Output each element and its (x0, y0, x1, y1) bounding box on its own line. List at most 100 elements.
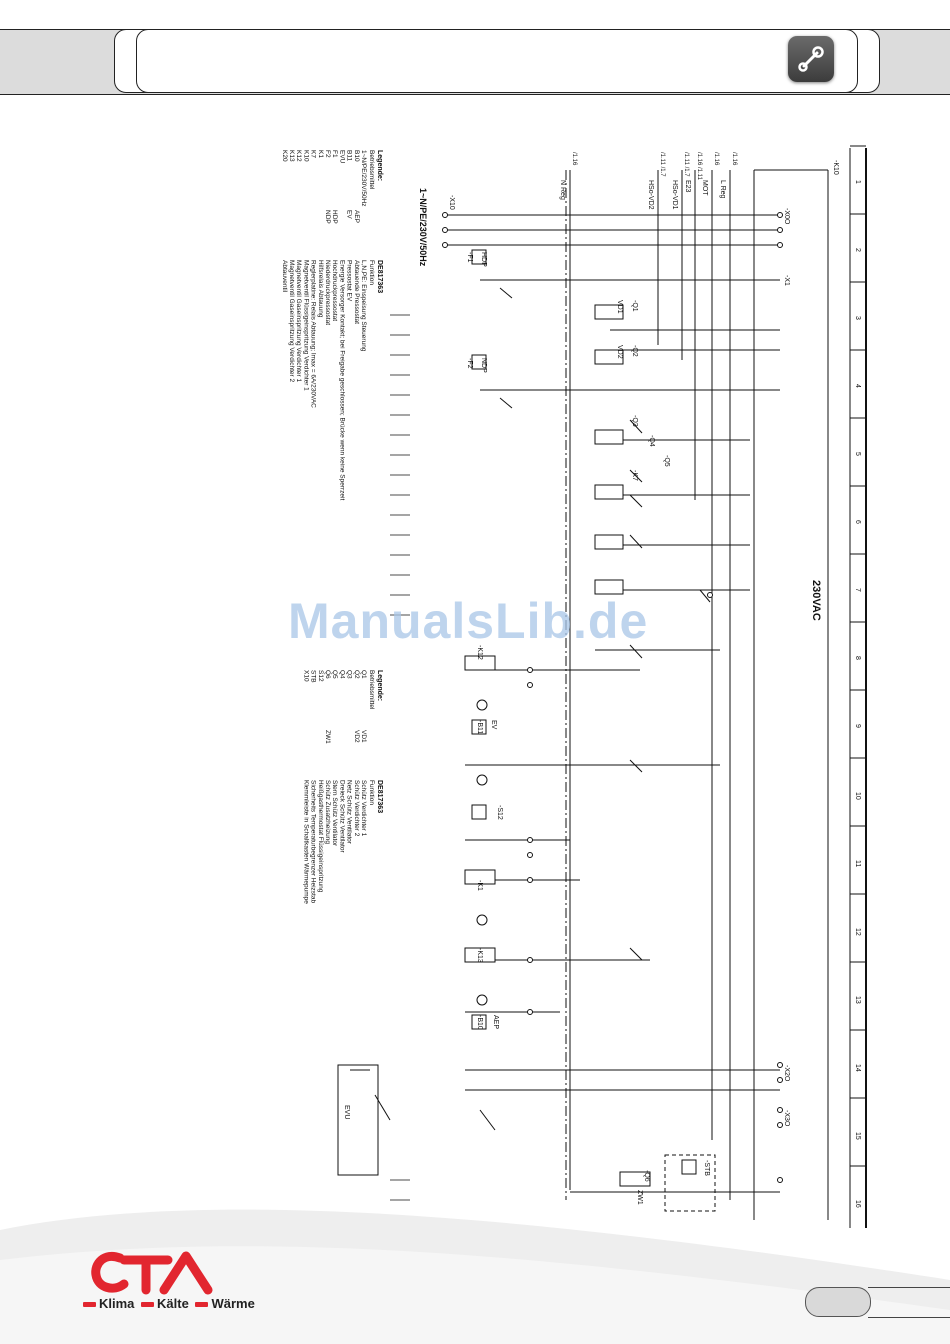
signal-name: E23 (684, 180, 691, 193)
contacts (374, 287, 711, 1131)
legend-ref: Q2 (353, 670, 360, 679)
signal-name: HSo-VD2 (647, 180, 654, 210)
signal-name: HSo-VD1 (671, 180, 678, 210)
component-label: -K1 (476, 880, 483, 891)
legend-subheading: Betriebsmittel (368, 150, 375, 190)
component-label: AEP (492, 1015, 499, 1029)
legend-function: Pressostat EV (346, 260, 353, 302)
legend-left: Legende:BetriebsmittelDE817363Funktion1~… (281, 150, 383, 500)
legend-doc-number: DE817363 (376, 780, 383, 813)
component-label: -K10 (832, 160, 839, 175)
legend-ref: K13 (288, 150, 295, 162)
component-label: -X0O (783, 208, 790, 225)
legend-ref: X10 (302, 670, 309, 682)
busbars (569, 169, 829, 1220)
component-label: -K13 (476, 948, 483, 963)
signal-ref: /1.16 (713, 152, 719, 166)
header-title-box (136, 29, 858, 93)
component-label: -X3O (783, 1110, 790, 1127)
column-number: 15 (854, 1132, 861, 1140)
component-label: -Q6 (643, 1170, 650, 1182)
component-label: -Q1 (631, 300, 638, 312)
wrench-icon (798, 46, 824, 72)
legend-ref: F1 (331, 150, 338, 158)
page-number-pill (805, 1287, 871, 1317)
legend-ref: Q4 (338, 670, 345, 679)
legend-function-heading: Funktion (368, 260, 375, 285)
component-label: ZW1 (636, 1190, 643, 1205)
legend-function: Energie Versorger Kontakt; bei Freigabe … (338, 260, 345, 500)
column-number: 11 (854, 860, 861, 867)
legend-ref: K10 (302, 150, 309, 162)
component-label: EVU (343, 1105, 350, 1119)
legend-ref: Q1 (360, 670, 367, 679)
component-label: -F2 (466, 358, 473, 369)
component-label: HDP (480, 252, 487, 267)
column-number: 1 (854, 180, 861, 184)
legend-function: Netz Schütz Ventilator (346, 780, 353, 845)
legend-ref: B11 (346, 150, 353, 161)
legend-function: Sicherheits Temperaturbegrenzer Heizstab (310, 780, 317, 903)
contact-tables (390, 314, 410, 1221)
legend-function: Magnetventil Gaseinspritzung Verdichter … (295, 260, 302, 383)
signal-ref: /1.16 /1.11 (696, 152, 702, 181)
legend-doc-number: DE817363 (376, 260, 383, 293)
column-number: 3 (854, 316, 861, 320)
component-label: -X2O (783, 1065, 790, 1082)
signal-name: N Reg (559, 180, 566, 200)
component-boxes (337, 249, 716, 1212)
legend-code: NDP (324, 210, 331, 224)
column-number: 9 (854, 724, 861, 728)
voltage-label: 230VAC (810, 580, 822, 621)
ground-symbols (476, 699, 488, 1006)
component-label: -B11 (476, 720, 483, 734)
legend-function: Hochdruckpressostat (331, 260, 338, 321)
column-number: 6 (854, 520, 861, 524)
component-label: -X1 (783, 275, 790, 286)
legend-function: Hilfsrelais Abtauung (317, 260, 324, 318)
component-label: -Q5 (663, 455, 670, 467)
component-label: -X10 (448, 195, 455, 210)
column-number: 12 (854, 928, 861, 936)
legend-heading: Legende: (376, 670, 383, 701)
column-number: 14 (854, 1064, 861, 1072)
signal-name: L Reg (719, 180, 726, 199)
legend-ref: B10 (353, 150, 360, 162)
legend-code: EV (346, 210, 353, 219)
column-number: 10 (854, 792, 861, 800)
column-number: 4 (854, 384, 861, 388)
legend-ref: EVU (338, 150, 345, 164)
legend-subheading: Betriebsmittel (368, 670, 375, 710)
legend-function: Magnetventil Flüssigeinspritzung Verdich… (302, 260, 309, 391)
tools-button[interactable] (788, 36, 834, 82)
legend-ref: 1~N/PE/230V/50Hz (360, 150, 367, 207)
legend-function: Magnetventil Gaseinspritzung Verdichter … (288, 260, 295, 383)
legend-code: VD2 (353, 730, 360, 743)
component-label: VD1 (616, 300, 623, 314)
page-rule-bottom (868, 1317, 950, 1318)
component-label: -B10 (476, 1015, 483, 1030)
legend-ref: K20 (281, 150, 288, 162)
legend-function: Abtauventil (281, 260, 288, 293)
legend-function: Schütz Zusatzheizung (324, 780, 331, 844)
component-label: -S12 (496, 805, 503, 820)
legend-function: Dreieck Schütz Ventilator (338, 780, 345, 853)
branch-lines (350, 214, 780, 1193)
supply-label: 1~N/PE/230V/50Hz (418, 188, 428, 267)
column-number: 5 (854, 452, 861, 456)
column-number: 7 (854, 588, 861, 592)
page-rule-top (868, 1287, 950, 1288)
legend-function: Schütz Verdichter 1 (360, 780, 367, 837)
legend-function: Klemmleiste in Schaltkasten Wärmepumpe (302, 780, 309, 904)
column-number: 8 (854, 656, 861, 660)
legend-code: VD1 (360, 730, 367, 743)
legend-function: Niederdruckpressostat (324, 260, 331, 325)
legend-ref: F2 (324, 150, 331, 158)
legend-code: HDP (331, 210, 338, 224)
signal-ref: /1.16 (571, 152, 577, 166)
component-label: -Q4 (648, 435, 655, 447)
legend-ref: Q5 (331, 670, 338, 679)
